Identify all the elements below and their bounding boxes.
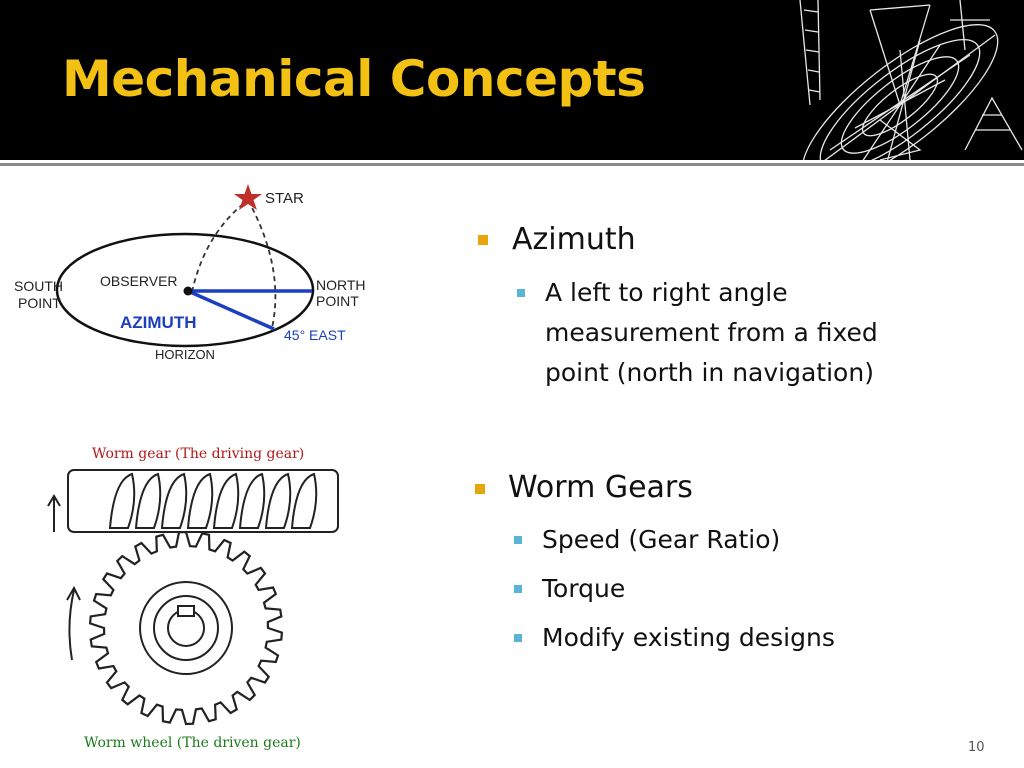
header-band: Mechanical Concepts [0, 0, 1024, 160]
wheel-keyway [177, 605, 195, 617]
worm-gear-diagram: Worm gear (The driving gear) Worm wheel … [47, 446, 339, 751]
worm-shaft [67, 469, 339, 533]
observer-label: OBSERVER [100, 273, 178, 289]
header-divider-light [0, 160, 1024, 163]
south-label-line1: SOUTH [14, 278, 63, 294]
worm-item-speed: Speed (Gear Ratio) [542, 525, 781, 554]
worm-item-torque: Torque [542, 574, 626, 603]
sub-bullet-marker [514, 634, 522, 642]
horizon-label: HORIZON [155, 347, 215, 362]
rotation-arrow-icon [66, 585, 81, 661]
wheel-hub-outer [139, 581, 233, 675]
azimuth-definition-line2: measurement from a fixed [545, 318, 878, 347]
horizon-ellipse [55, 232, 315, 348]
star-icon [234, 184, 262, 210]
east-label: 45° EAST [284, 327, 346, 343]
worm-gear-label: Worm gear (The driving gear) [92, 446, 304, 462]
north-label-line1: NORTH [316, 277, 366, 293]
slide-title: Mechanical Concepts [62, 50, 646, 108]
slide-number: 10 [968, 740, 985, 755]
bullet-marker [478, 235, 488, 245]
star-path-dashed [191, 199, 249, 293]
worm-item-modify: Modify existing designs [542, 623, 835, 652]
azimuth-definition-line3: point (north in navigation) [545, 358, 874, 387]
azimuth-line [187, 289, 275, 331]
azimuth-label: AZIMUTH [120, 313, 196, 332]
observer-point [183, 286, 193, 296]
header-divider-grey [0, 163, 1024, 166]
north-label-line2: POINT [316, 293, 359, 309]
worm-wheel-label: Worm wheel (The driven gear) [84, 735, 301, 751]
sub-bullet-marker [517, 289, 525, 297]
satellite-dish-icon [799, 0, 1023, 160]
worm-wheel [88, 530, 284, 726]
bullet-marker [475, 484, 485, 494]
azimuth-definition-line1: A left to right angle [545, 278, 788, 307]
star-label: STAR [265, 190, 304, 207]
bullet-worm-gears: Worm Gears [508, 470, 693, 505]
sub-bullet-marker [514, 585, 522, 593]
worm-threads [108, 472, 318, 529]
rotation-arrow-icon [47, 494, 61, 532]
star-meridian-dashed [247, 199, 277, 329]
south-label-line2: POINT [18, 295, 61, 311]
azimuth-diagram: STAR SOUTH POINT OBSERVER NORTH POINT AZ… [14, 184, 366, 362]
bullet-azimuth: Azimuth [512, 222, 636, 257]
sub-bullet-marker [514, 536, 522, 544]
wheel-hub-inner [153, 595, 219, 661]
